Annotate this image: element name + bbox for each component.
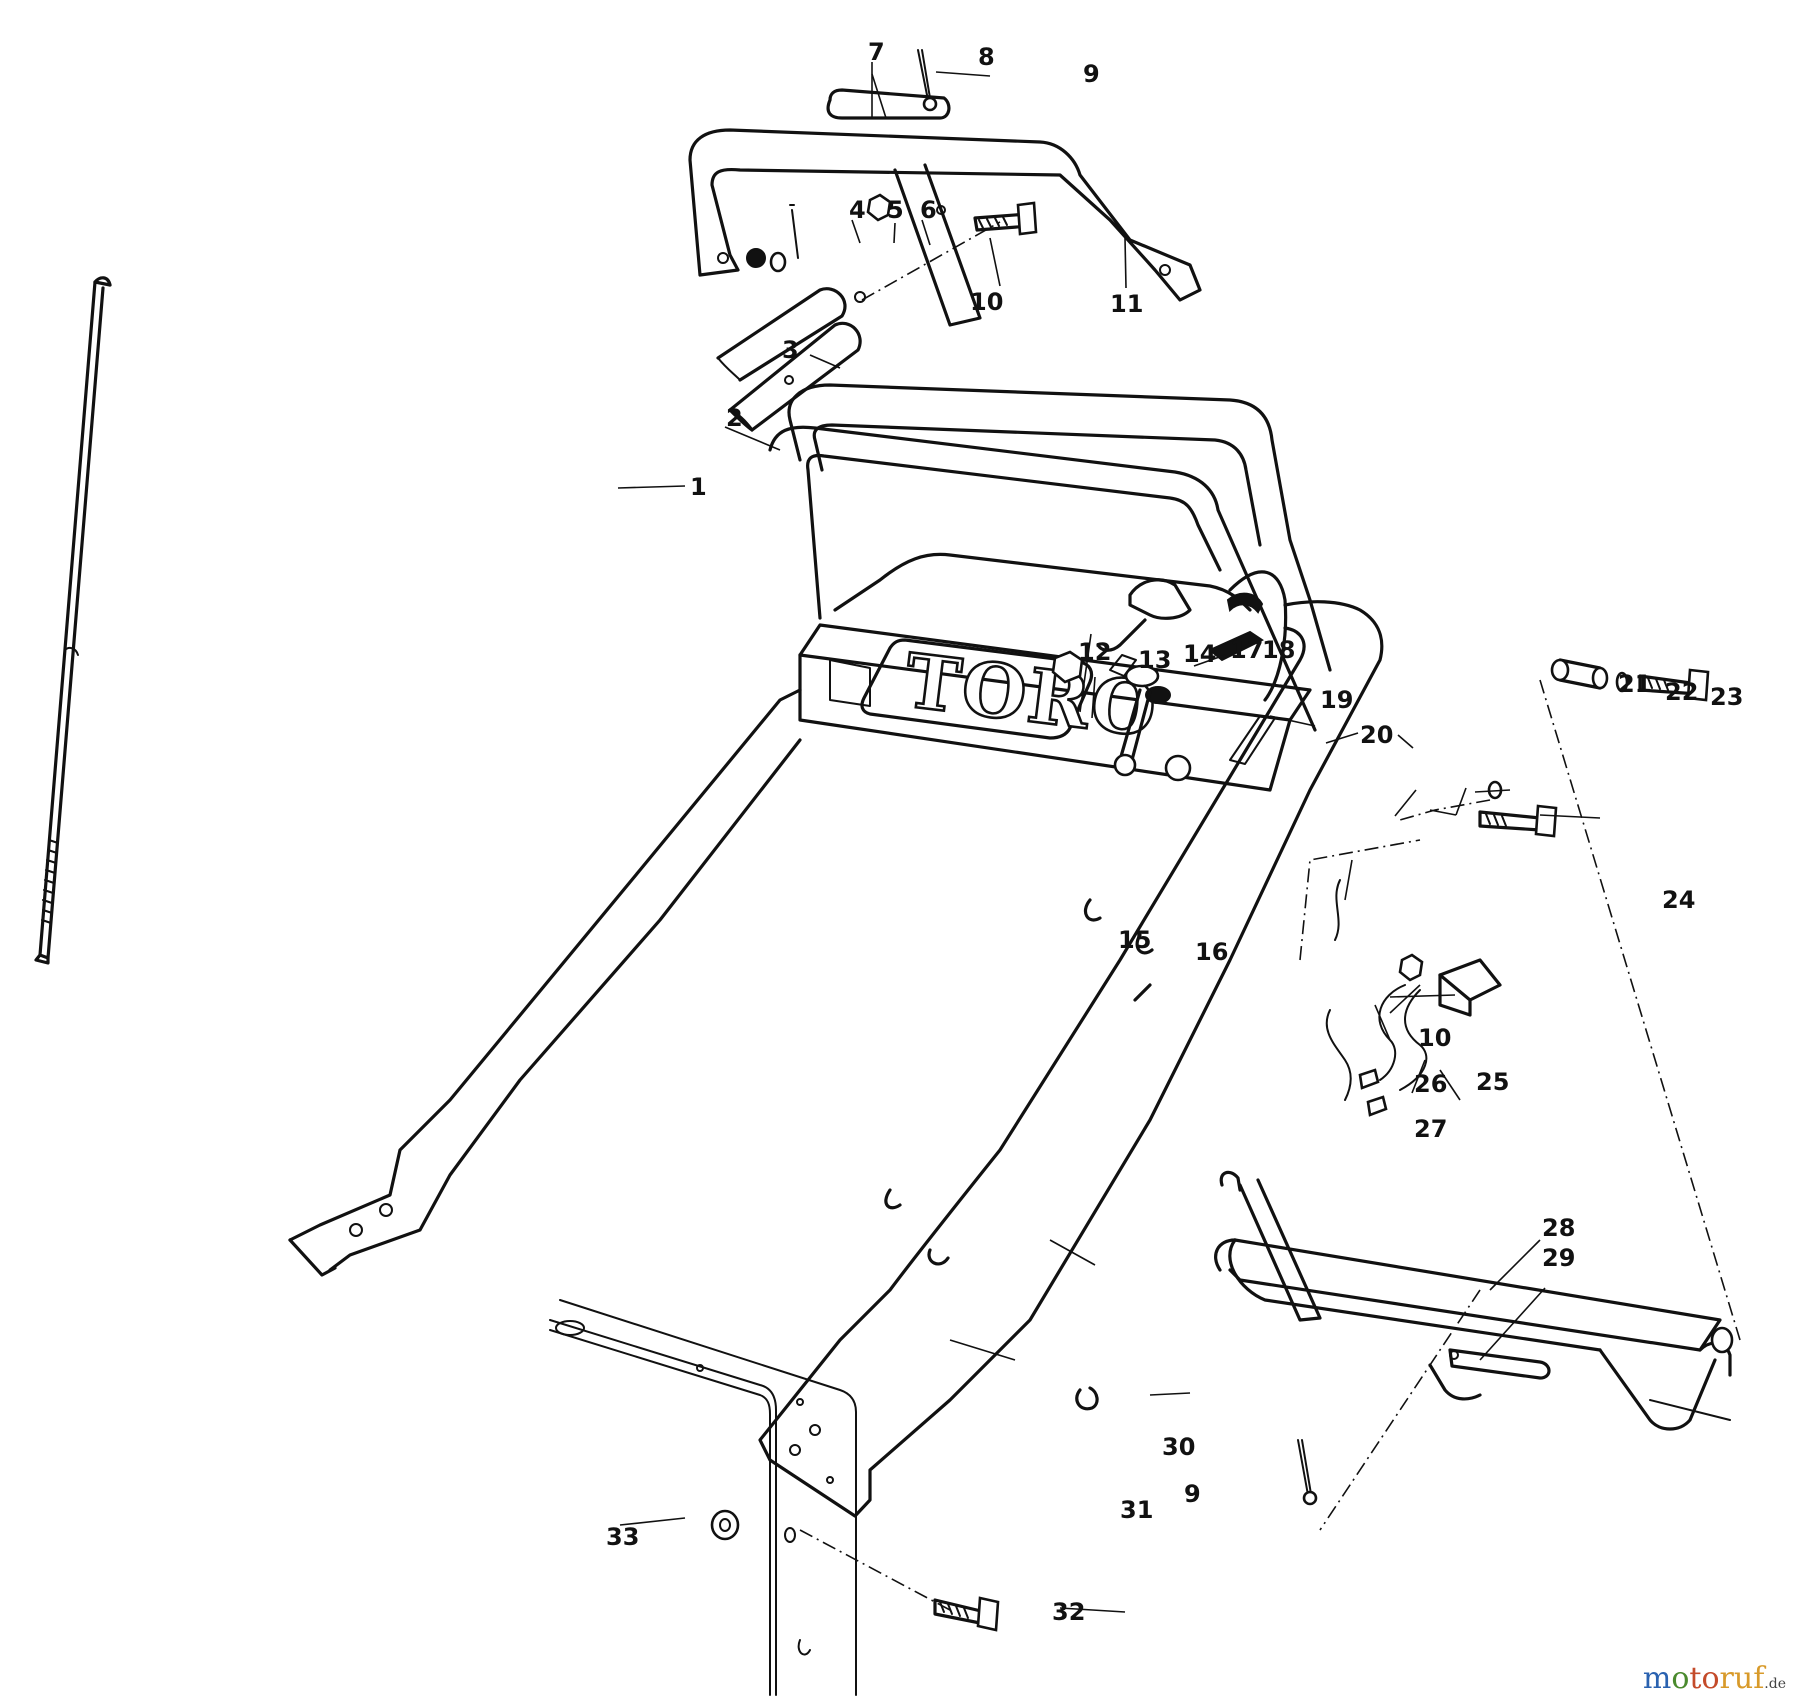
tube-sleeves — [716, 287, 866, 432]
callout-5: 5 — [887, 196, 904, 224]
wire-harness — [1325, 879, 1428, 1117]
callout-22: 22 — [1665, 678, 1698, 706]
main-handle-frame — [288, 425, 1384, 1518]
callout-10-lower: 10 — [1418, 1024, 1451, 1052]
cotter-pin-lower — [1297, 1439, 1318, 1506]
callout-29: 29 — [1542, 1244, 1575, 1272]
callout-20: 20 — [1360, 721, 1393, 749]
bail-bar — [1214, 1170, 1734, 1431]
watermark-part: ruf — [1719, 1661, 1765, 1696]
callout-9-top: 9 — [1083, 60, 1100, 88]
control-rod — [34, 276, 112, 965]
callout-2: 2 — [726, 404, 743, 432]
watermark-logo: motoruf.de — [1643, 1661, 1786, 1696]
deck-outline — [549, 1299, 857, 1696]
callout-30: 30 — [1162, 1433, 1195, 1461]
callout-numbers: 1 2 3 4 5 6 7 8 9 10 11 12 13 14 15 16 1… — [606, 38, 1743, 1626]
callout-9-lower: 9 — [1184, 1480, 1201, 1508]
callout-24: 24 — [1662, 886, 1695, 914]
callout-16: 16 — [1195, 938, 1228, 966]
callout-1: 1 — [690, 473, 707, 501]
callout-6: 6 — [920, 196, 937, 224]
callout-7: 7 — [868, 38, 885, 66]
callout-3: 3 — [782, 336, 799, 364]
callout-27: 27 — [1414, 1115, 1447, 1143]
upper-bail — [787, 383, 1332, 672]
top-grip — [826, 88, 951, 120]
lower-hardware — [710, 1386, 1099, 1632]
callout-14: 14 — [1183, 640, 1216, 668]
cotter-pin-top — [917, 49, 938, 112]
callout-17: 17 — [1230, 636, 1263, 664]
top-hardware — [746, 193, 1038, 273]
callout-18: 18 — [1262, 636, 1295, 664]
console-components — [1051, 570, 1288, 782]
right-hardware — [1398, 658, 1710, 1017]
callout-8: 8 — [978, 43, 995, 71]
callout-11: 11 — [1110, 290, 1143, 318]
callout-13: 13 — [1138, 646, 1171, 674]
watermark-part: m — [1642, 1661, 1672, 1696]
callout-19: 19 — [1320, 686, 1353, 714]
watermark-part: .de — [1764, 1676, 1786, 1692]
watermark-part: o — [1671, 1661, 1690, 1696]
rod-threads — [41, 839, 59, 924]
callout-12: 12 — [1078, 638, 1111, 666]
callout-31: 31 — [1120, 1496, 1153, 1524]
callout-4: 4 — [849, 196, 866, 224]
callout-33: 33 — [606, 1523, 639, 1551]
callout-28: 28 — [1542, 1214, 1575, 1242]
callout-15: 15 — [1118, 926, 1151, 954]
callout-32: 32 — [1052, 1598, 1085, 1626]
callout-25: 25 — [1476, 1068, 1509, 1096]
callout-23: 23 — [1710, 683, 1743, 711]
top-handle — [688, 128, 1202, 327]
leader-lines — [617, 62, 1601, 1613]
callout-21: 21 — [1618, 670, 1651, 698]
assembly-lines — [799, 221, 1741, 1611]
callout-26: 26 — [1414, 1070, 1447, 1098]
callout-10-top: 10 — [970, 288, 1003, 316]
watermark-part: to — [1689, 1661, 1720, 1696]
